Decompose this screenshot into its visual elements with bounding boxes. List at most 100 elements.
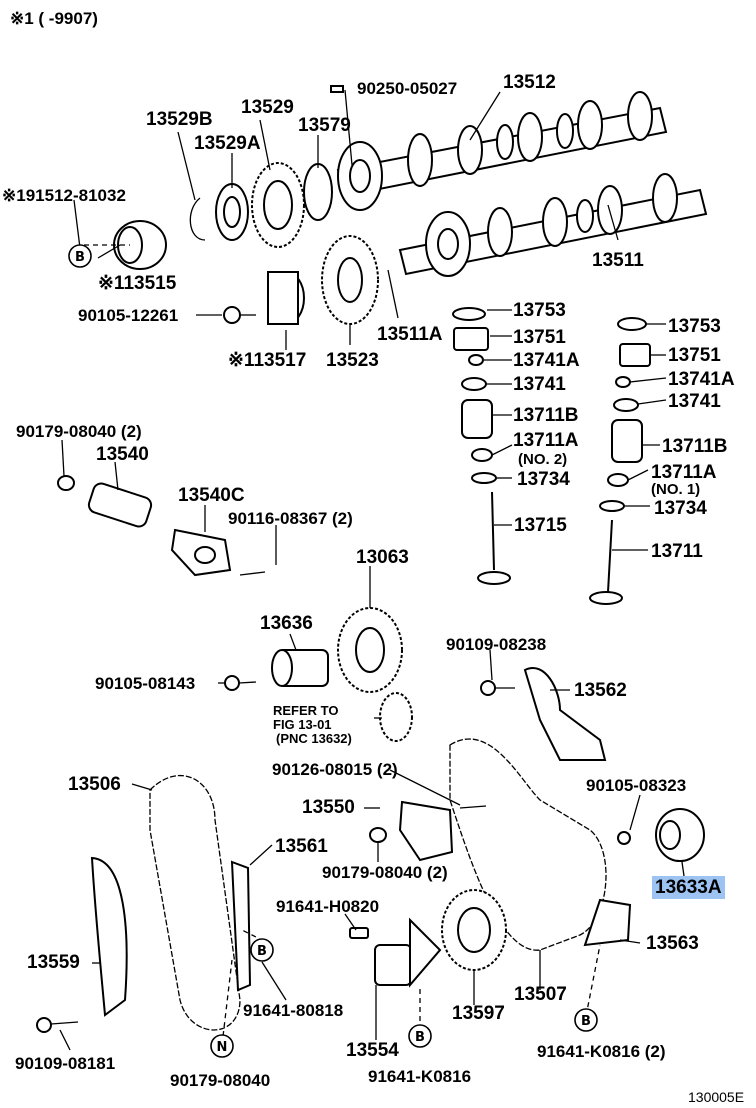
label-91641-h0820: 91641-H0820 [276,897,380,916]
callout-n1: N [210,1034,234,1058]
guide-13563 [583,898,632,947]
label-13529b: 13529B [146,109,213,130]
label-13734-right: 13734 [654,498,707,519]
camshaft-lower [398,173,708,277]
label-13636: 13636 [260,613,313,634]
label-13563: 13563 [646,933,699,954]
snapring-13529B [189,197,206,241]
callout-b2-text: B [257,944,267,959]
label-90126-08015: 90126-08015 (2) [272,760,398,779]
figure-code: 130005E [688,1089,745,1105]
label-13559: 13559 [27,952,80,973]
label-13711a-left: 13711A [513,430,579,451]
label-13562: 13562 [574,680,627,701]
tensioner-13550 [398,800,454,862]
label-91641-80818: 91641-80818 [243,1001,344,1020]
guide-13562 [523,667,607,761]
callout-b1: B [68,244,92,268]
label-13741-right: 13741 [668,391,721,412]
label-13540c: 13540C [178,485,245,506]
bolt-90105-08323 [617,831,631,845]
bracket-13540C [170,528,232,577]
label-13633a-highlighted[interactable]: 13633A [652,876,725,899]
label-90179-08040: 90179-08040 [170,1071,271,1090]
label-113515: ※113515 [98,273,177,294]
label-13711b-right: 13711B [662,436,728,457]
callout-b4: B [574,1008,598,1032]
label-13561: 13561 [275,836,328,857]
label-no2: (NO. 2) [518,451,568,468]
pulley-13633A [655,808,705,862]
label-13711b-left: 13711B [513,405,579,426]
label-90109-08181: 90109-08181 [15,1054,116,1073]
label-refer-3: (PNC 13632) [276,731,352,746]
label-13511: 13511 [592,250,644,271]
header-note: ※1 ( -9907) [10,9,98,28]
label-13751-right: 13751 [668,345,721,366]
callout-b1-text: B [75,250,85,265]
label-13512: 13512 [503,72,556,93]
bolt-90109-08181 [36,1017,79,1033]
label-13711: 13711 [651,541,703,562]
callout-b2: B [250,938,274,962]
label-refer-1: REFER TO [273,703,339,718]
callout-n1-text: N [217,1040,228,1055]
callout-b3-text: B [415,1030,425,1045]
label-13523: 13523 [326,350,379,371]
sprocket-13523 [321,235,379,325]
label-13753-right: 13753 [668,316,721,337]
chain-13507 [449,738,607,951]
label-13751-left: 13751 [513,327,566,348]
label-13507: 13507 [514,984,567,1005]
label-191512-81032: ※191512-81032 [2,186,126,205]
bolt-90109-08238 [480,680,515,696]
label-refer-2: FIG 13-01 [273,717,332,732]
label-113517: ※113517 [228,350,307,371]
collar-13636 [271,649,329,687]
bolt-90105-08143 [224,675,257,691]
leader-lines [59,89,685,1051]
label-90179-08040-2-top: 90179-08040 (2) [16,422,142,441]
pin-90250 [330,85,344,93]
label-13579: 13579 [298,115,351,136]
bolt-90179-mid [369,827,387,843]
callout-b3: B [408,1024,432,1048]
label-13715: 13715 [514,515,567,536]
label-13540: 13540 [96,444,149,465]
label-90250-05027: 90250-05027 [357,79,458,98]
label-13063: 13063 [356,547,409,568]
sensor-13540 [57,475,153,528]
dashed-references [84,244,601,1046]
label-13511a: 13511A [377,324,443,345]
valve-stack-left [452,307,511,585]
ring-13579 [303,163,333,221]
gear-13632 [379,692,413,742]
label-13711a-right: 13711A [651,462,717,483]
guide-13559 [90,856,128,1017]
label-91641-k0816: 91641-K0816 [368,1067,472,1086]
bolt-90105-12261 [223,306,256,324]
bolt-91641-H0820 [349,927,369,939]
label-13753-left: 13753 [513,300,566,321]
bolt-90126 [459,805,487,809]
label-13554: 13554 [346,1040,399,1061]
gear-13529 [251,162,305,248]
label-13506: 13506 [68,774,121,795]
label-13597: 13597 [452,1003,505,1024]
label-13529: 13529 [241,97,294,118]
guide-13561 [230,860,252,992]
label-13741a-left: 13741A [513,350,580,371]
label-90105-08143: 90105-08143 [95,674,196,693]
label-13741-left: 13741 [513,374,566,395]
stud-90116 [239,571,266,576]
label-13550: 13550 [302,797,355,818]
collar-113517 [267,271,305,325]
camshaft-upper [336,91,668,211]
label-90116-08367: 90116-08367 (2) [228,509,353,528]
label-90105-08323: 90105-08323 [586,776,687,795]
label-90109-08238: 90109-08238 [446,635,547,654]
label-no1: (NO. 1) [651,481,701,498]
sprocket-13597 [441,889,507,971]
